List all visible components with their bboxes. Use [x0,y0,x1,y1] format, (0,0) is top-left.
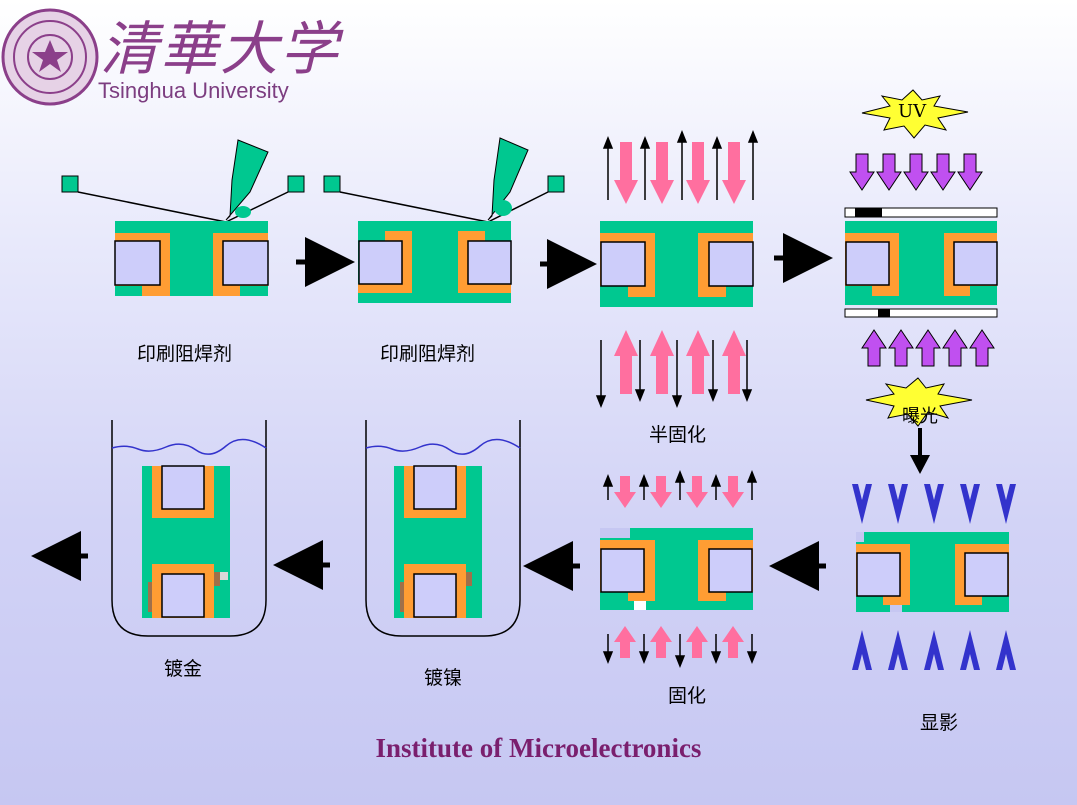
label-nickel: 镀镍 [424,667,463,689]
label-cure: 固化 [668,685,707,707]
step-develop [852,484,1016,670]
label-develop: 显影 [920,712,959,734]
step-semicure [595,129,759,409]
label-semicure: 半固化 [649,424,707,446]
exposure-star-icon [865,377,973,427]
label-print-2: 印刷阻焊剂 [380,343,476,365]
step-cure [600,469,758,669]
tsinghua-seal-icon [1,8,99,106]
logo-chinese: 清華大学 [100,15,341,83]
footer-institute: Institute of Microelectronics [375,733,702,763]
step-print-2 [323,137,565,303]
step-gold [111,420,267,637]
logo-english: Tsinghua University [98,78,289,103]
label-gold: 镀金 [164,658,203,680]
step-nickel [365,420,521,637]
label-exposure: 曝光 [902,406,938,427]
step-exposure [844,89,998,474]
label-uv: UV [898,101,927,122]
uv-star-icon [861,89,969,139]
label-print-1: 印刷阻焊剂 [137,343,233,365]
step-print-1 [61,139,305,296]
